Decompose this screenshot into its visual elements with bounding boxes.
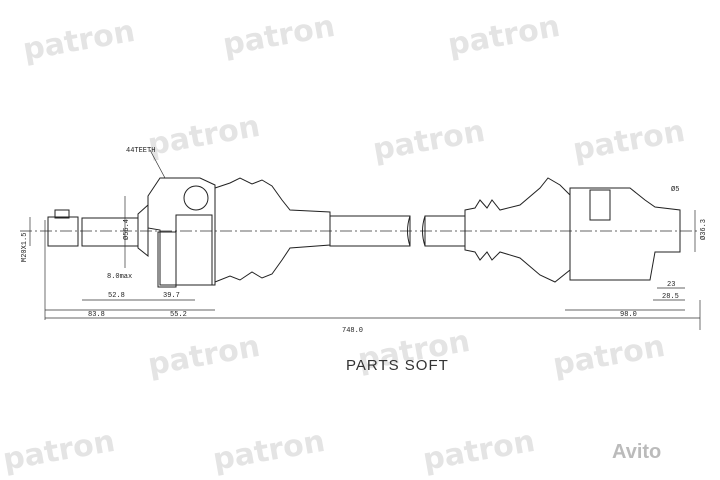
watermark: patron (370, 114, 487, 168)
shaft-assembly (20, 177, 700, 288)
label-28-5: 28.5 (662, 293, 679, 301)
shaft-left (329, 215, 411, 247)
abs-ring (157, 231, 177, 288)
watermark: patron (570, 114, 687, 168)
label-end-diameter: Ø36.3 (699, 219, 708, 240)
label-total-length: 748.0 (342, 327, 363, 335)
outer-cv-housing (147, 177, 216, 286)
watermark: patron (20, 14, 137, 68)
parts-soft-label: PARTS SOFT (346, 357, 449, 374)
cv-ball (183, 185, 209, 211)
nut (47, 216, 79, 247)
label-39-7: 39.7 (163, 292, 180, 300)
label-pin-diameter: Ø5 (671, 185, 679, 194)
cv-joint-body (175, 214, 213, 286)
label-23: 23 (667, 281, 675, 289)
watermark: patron (145, 329, 262, 383)
watermark: patron (445, 9, 562, 63)
label-thread: M20X1.5 (21, 233, 29, 262)
watermark: patron (145, 109, 262, 163)
label-hub-diameter: Ø56.4 (122, 219, 131, 240)
watermark: patron (220, 9, 337, 63)
watermark: patron (420, 424, 537, 478)
shaft-break (407, 215, 426, 247)
inner-boot (464, 177, 571, 283)
outer-boot (214, 177, 331, 283)
label-max-offset: 8.0max (107, 273, 132, 281)
label-teeth: 44TEETH (126, 147, 155, 155)
tripod-spider (589, 189, 611, 221)
label-52-8: 52.8 (108, 292, 125, 300)
watermark: patron (550, 329, 667, 383)
nut-top (54, 209, 70, 219)
label-55-2: 55.2 (170, 311, 187, 319)
dimension-labels: 44TEETH Ø56.4 M20X1.5 8.0max 52.8 39.7 8… (21, 147, 708, 335)
watermarks: patron patron patron patron patron patro… (0, 9, 687, 478)
stub-taper (137, 203, 149, 258)
watermark: patron (0, 424, 117, 478)
label-83-8: 83.8 (88, 311, 105, 319)
tripod-housing (569, 187, 681, 281)
dimension-lines (29, 149, 701, 330)
label-98-0: 98.0 (620, 311, 637, 319)
watermark: patron (210, 424, 327, 478)
avito-logo: Avito (612, 441, 662, 463)
